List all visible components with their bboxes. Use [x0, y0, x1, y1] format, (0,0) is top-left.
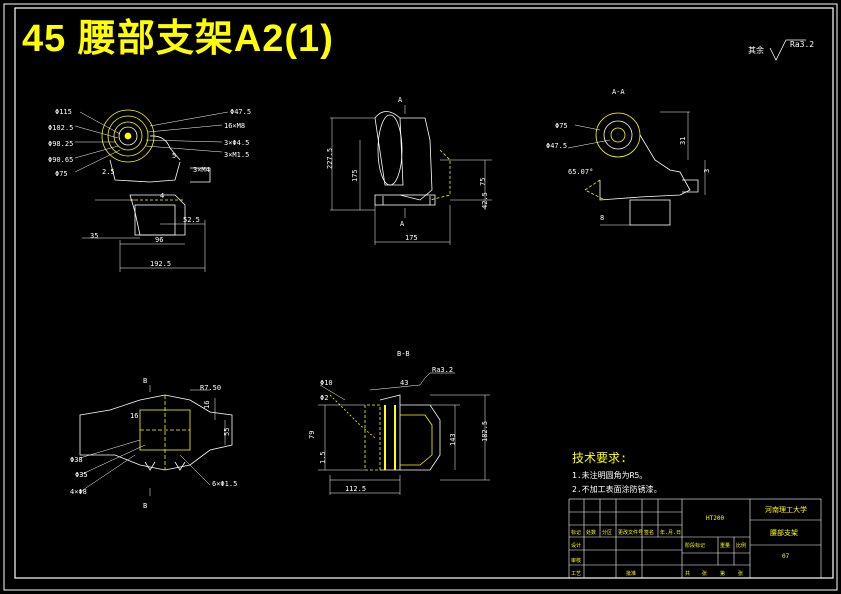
- front-view: [74, 109, 229, 272]
- svg-text:Φ47.5: Φ47.5: [230, 108, 251, 116]
- svg-text:B-B: B-B: [397, 350, 410, 358]
- svg-text:Φ75: Φ75: [55, 170, 68, 178]
- svg-text:审核: 审核: [571, 557, 581, 564]
- drawing-title: 45 腰部支架A2(1): [22, 18, 334, 60]
- inner-border: [14, 7, 834, 579]
- svg-text:96: 96: [155, 236, 163, 244]
- svg-text:5: 5: [172, 152, 176, 160]
- svg-text:227.5: 227.5: [326, 148, 334, 169]
- svg-text:处数: 处数: [586, 529, 596, 536]
- svg-text:Φ75: Φ75: [555, 122, 568, 130]
- section-aa-dims: A-A Φ75 Φ47.5 31 65.07° 3 8: [546, 88, 711, 222]
- svg-text:4: 4: [160, 192, 164, 200]
- material-label: HT200: [706, 515, 724, 522]
- svg-text:42.5: 42.5: [481, 192, 489, 209]
- svg-text:Φ47.5: Φ47.5: [546, 142, 567, 150]
- svg-text:65.07°: 65.07°: [568, 168, 593, 176]
- svg-text:4×Φ8: 4×Φ8: [70, 488, 87, 496]
- svg-text:张: 张: [702, 570, 707, 577]
- side-view-dims: A A 227.5 175 175 75 42.5: [326, 96, 489, 242]
- svg-text:工艺: 工艺: [571, 571, 581, 577]
- svg-text:Φ102.5: Φ102.5: [48, 124, 73, 132]
- svg-text:Ra3.2: Ra3.2: [432, 366, 453, 374]
- svg-text:重量: 重量: [720, 542, 730, 549]
- tech-req-item: 2.不加工表面涂防锈漆。: [572, 484, 662, 494]
- svg-text:16: 16: [203, 401, 211, 409]
- svg-text:112.5: 112.5: [345, 485, 366, 493]
- svg-text:标记: 标记: [571, 529, 581, 536]
- svg-text:8: 8: [600, 214, 604, 222]
- svg-text:B: B: [143, 377, 147, 385]
- svg-text:A: A: [398, 96, 403, 104]
- top-view-dims: B B R7.50 16 16 55 Φ38 Φ35 4×Φ8 6×Φ1.5: [70, 377, 237, 510]
- svg-text:Φ38: Φ38: [70, 456, 83, 464]
- svg-text:143: 143: [449, 433, 457, 446]
- roughness-symbol: 其余 Ra3.2: [748, 39, 814, 61]
- svg-text:3×M4: 3×M4: [193, 166, 210, 174]
- svg-text:分区: 分区: [602, 529, 612, 536]
- svg-text:16: 16: [130, 412, 138, 420]
- svg-text:175: 175: [351, 169, 359, 182]
- svg-text:192.5: 192.5: [150, 260, 171, 268]
- svg-text:R7.50: R7.50: [200, 384, 221, 392]
- svg-text:43: 43: [400, 379, 408, 387]
- svg-text:共: 共: [685, 570, 690, 577]
- svg-text:A-A: A-A: [612, 88, 625, 96]
- svg-text:3: 3: [703, 169, 711, 173]
- svg-text:55: 55: [223, 428, 231, 436]
- svg-text:1.5: 1.5: [319, 451, 327, 464]
- front-view-dims: Φ115 Φ102.5 Φ98.25 Φ90.65 Φ75 Φ47.5 16×M…: [48, 108, 251, 268]
- section-bb: [318, 372, 490, 495]
- svg-text:年.月.日: 年.月.日: [660, 529, 681, 536]
- svg-text:3×M1.5: 3×M1.5: [224, 151, 249, 159]
- svg-text:批准: 批准: [626, 570, 636, 577]
- tech-req-heading: 技术要求:: [572, 451, 627, 465]
- sheet-no-label: 07: [782, 553, 790, 560]
- svg-text:比例: 比例: [736, 542, 746, 549]
- svg-text:175: 175: [405, 234, 418, 242]
- svg-text:35: 35: [90, 232, 98, 240]
- svg-text:31: 31: [679, 137, 687, 145]
- outer-border: [3, 3, 838, 591]
- part-name-label: 腰部支架: [770, 528, 798, 537]
- svg-text:6×Φ1.5: 6×Φ1.5: [212, 480, 237, 488]
- top-view: [79, 385, 233, 496]
- svg-text:16×M8: 16×M8: [224, 122, 245, 130]
- svg-text:Ra3.2: Ra3.2: [790, 40, 814, 49]
- side-view: [330, 105, 492, 245]
- svg-text:2.5: 2.5: [102, 168, 115, 176]
- svg-text:阶段标记: 阶段标记: [685, 542, 705, 549]
- svg-text:Φ98.25: Φ98.25: [48, 140, 73, 148]
- svg-text:B: B: [143, 502, 147, 510]
- svg-text:Φ10: Φ10: [320, 379, 333, 387]
- svg-text:其余: 其余: [748, 45, 764, 55]
- title-block-text: HT200 河南理工大学 腰部支架 07 标记 处数 分区 更改文件号 签名 年…: [571, 505, 807, 577]
- svg-text:3×Φ4.5: 3×Φ4.5: [224, 139, 249, 147]
- tech-req-item: 1.未注明圆角为R5。: [572, 470, 647, 480]
- technical-requirements: 技术要求: 1.未注明圆角为R5。 2.不加工表面涂防锈漆。: [572, 451, 662, 494]
- svg-text:Φ90.65: Φ90.65: [48, 156, 73, 164]
- svg-text:A: A: [400, 220, 405, 228]
- section-aa: [567, 111, 706, 226]
- title-block: [568, 498, 822, 579]
- svg-text:第: 第: [720, 570, 725, 577]
- school-label: 河南理工大学: [765, 505, 807, 514]
- svg-text:Φ2: Φ2: [320, 394, 328, 402]
- svg-text:设计: 设计: [571, 542, 581, 549]
- svg-text:79: 79: [308, 431, 316, 439]
- svg-text:182.5: 182.5: [481, 421, 489, 442]
- svg-text:更改文件号: 更改文件号: [618, 529, 643, 536]
- section-bb-dims: B-B Φ10 Φ2 43 Ra3.2 79 1.5 112.5 143 182…: [308, 350, 489, 493]
- svg-text:Φ115: Φ115: [55, 108, 72, 116]
- svg-text:75: 75: [479, 178, 487, 186]
- svg-text:52.5: 52.5: [183, 216, 200, 224]
- svg-text:签名: 签名: [644, 529, 654, 536]
- svg-text:Φ35: Φ35: [75, 471, 88, 479]
- svg-text:张: 张: [738, 570, 743, 577]
